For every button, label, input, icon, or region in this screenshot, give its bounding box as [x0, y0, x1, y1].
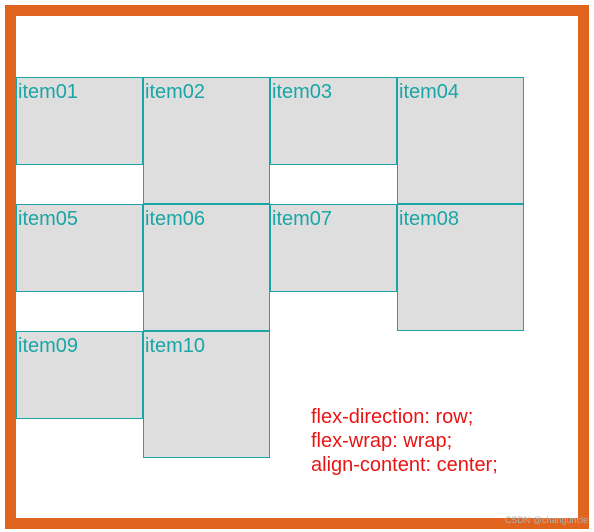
flex-item-label: item10 — [145, 335, 206, 357]
flex-item-label: item04 — [399, 81, 460, 103]
flex-item-label: item01 — [18, 81, 79, 103]
flex-item-label: item08 — [399, 208, 460, 230]
flex-item-04: item04 — [397, 77, 524, 204]
flex-item-07: item07 — [270, 204, 397, 292]
flex-item-label: item03 — [272, 81, 333, 103]
flex-item-label: item07 — [272, 208, 333, 230]
flex-item-10: item10 — [143, 331, 270, 458]
flex-item-label: item09 — [18, 335, 79, 357]
flex-item-05: item05 — [16, 204, 143, 292]
flex-item-label: item06 — [145, 208, 206, 230]
caption-flex-wrap: flex-wrap: wrap; — [311, 430, 453, 452]
flex-item-08: item08 — [397, 204, 524, 331]
flex-item-label: item02 — [145, 81, 206, 103]
flex-item-06: item06 — [143, 204, 270, 331]
flex-item-01: item01 — [16, 77, 143, 165]
css-caption: flex-direction: row; flex-wrap: wrap; al… — [311, 405, 498, 477]
flex-item-label: item05 — [18, 208, 79, 230]
caption-align-content: align-content: center; — [311, 454, 498, 476]
watermark: CSDN @changuncle — [504, 515, 588, 525]
caption-flex-direction: flex-direction: row; — [311, 406, 474, 428]
flex-item-03: item03 — [270, 77, 397, 165]
flex-item-02: item02 — [143, 77, 270, 204]
flex-item-09: item09 — [16, 331, 143, 419]
